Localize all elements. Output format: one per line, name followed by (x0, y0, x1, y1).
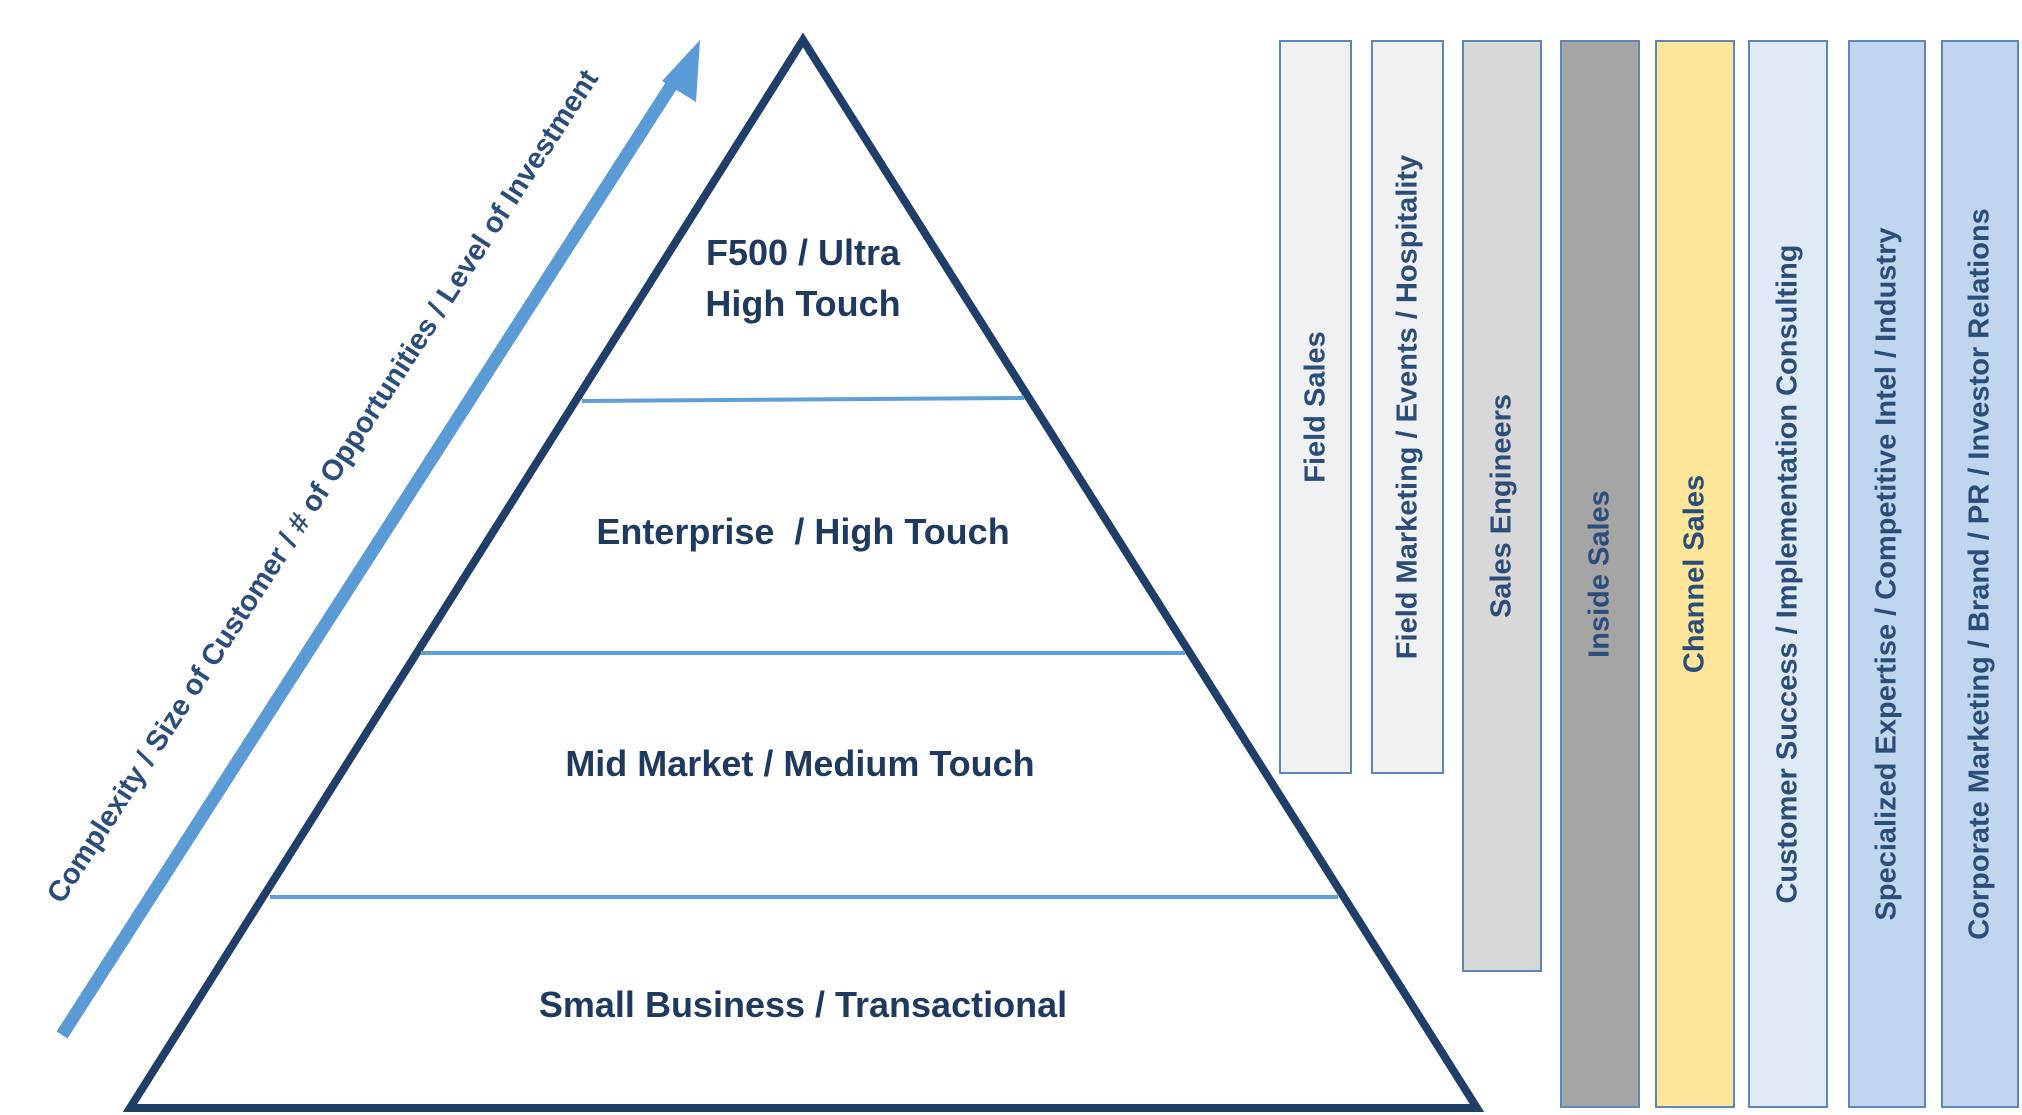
segment-pyramid: F500 / Ultra High Touch Enterprise / Hig… (122, 32, 1485, 1112)
function-bar-label: Inside Sales (1583, 490, 1616, 658)
tier-small-business-label: Small Business / Transactional (539, 984, 1067, 1025)
tier-enterprise-label: Enterprise / High Touch (596, 511, 1009, 552)
function-bar-label: Field Sales (1299, 331, 1331, 483)
function-bar-label: Customer Success / Implementation Consul… (1771, 244, 1804, 904)
function-bar-5: Channel Sales (1655, 40, 1735, 1108)
tier-f500-label: F500 / Ultra (706, 232, 901, 273)
tier-mid-market-label: Mid Market / Medium Touch (565, 743, 1034, 784)
function-bar-4: Inside Sales (1560, 40, 1640, 1108)
tier-f500-label-line2: High Touch (705, 283, 900, 324)
function-bar-3: Sales Engineers (1462, 40, 1542, 972)
arrow-head-icon (662, 40, 700, 102)
function-bar-label: Corporate Marketing / Brand / PR / Inves… (1963, 208, 1996, 940)
function-bar-2: Field Marketing / Events / Hospitality (1371, 40, 1444, 774)
function-bar-label: Channel Sales (1678, 474, 1711, 674)
pyramid-outline (122, 32, 1485, 1112)
arrow-shaft (56, 68, 686, 1039)
function-bar-1: Field Sales (1279, 40, 1352, 774)
function-bar-label: Specialized Expertise / Competitive Inte… (1870, 227, 1903, 921)
function-bar-label: Sales Engineers (1485, 393, 1518, 619)
function-bar-8: Corporate Marketing / Brand / PR / Inves… (1941, 40, 2019, 1108)
function-bar-label: Field Marketing / Events / Hospitality (1391, 154, 1423, 660)
tier-divider-1 (581, 396, 1025, 403)
function-bar-6: Customer Success / Implementation Consul… (1748, 40, 1828, 1108)
function-bar-7: Specialized Expertise / Competitive Inte… (1848, 40, 1926, 1108)
